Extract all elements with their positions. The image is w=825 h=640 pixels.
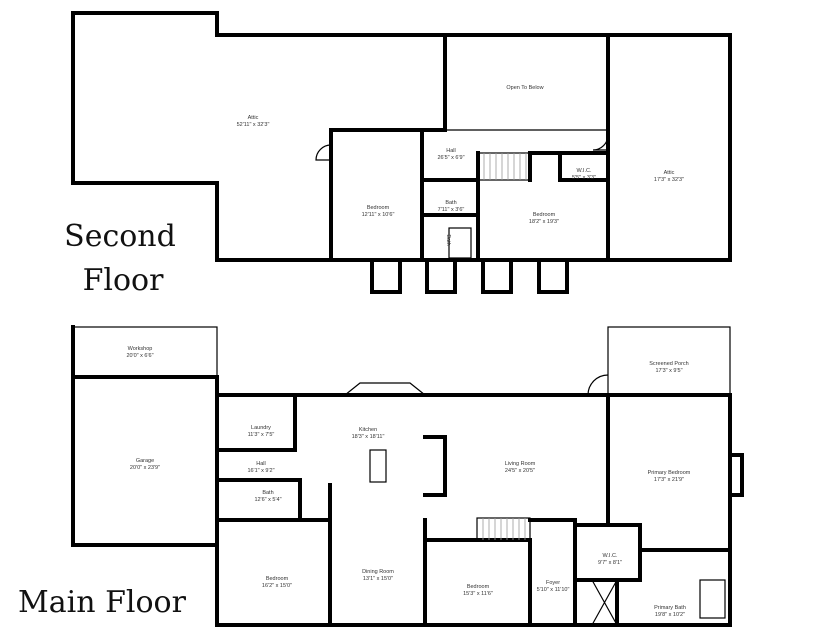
room-label: Bath bbox=[445, 200, 456, 206]
interior-walls bbox=[215, 393, 577, 627]
workshop-outline bbox=[72, 326, 218, 378]
bathtub bbox=[699, 579, 726, 619]
attic-wall bbox=[329, 33, 447, 262]
room-dims: 24'5" x 20'5" bbox=[505, 468, 535, 474]
door bbox=[587, 374, 609, 396]
room-label: W.I.C. bbox=[577, 168, 592, 174]
room-label: Hall bbox=[256, 461, 265, 467]
room-dims: 12'11" x 10'6" bbox=[362, 212, 395, 218]
second-floor-title: Floor bbox=[83, 263, 165, 298]
room-label: Dining Room bbox=[362, 569, 394, 575]
room-dims: 52'11" x 32'3" bbox=[237, 122, 270, 128]
room-label: Foyer bbox=[546, 580, 560, 586]
room-label: Screened Porch bbox=[649, 361, 688, 367]
room-label: Living Room bbox=[505, 461, 536, 467]
room-label: Workshop bbox=[128, 346, 153, 352]
room-dims: 15'3" x 11'6" bbox=[463, 591, 493, 597]
room-dims: 16'2" x 15'0" bbox=[262, 583, 292, 589]
room-label: Hall bbox=[446, 148, 455, 154]
bathtub bbox=[448, 227, 472, 259]
room-dims: 17'3" x 21'9" bbox=[654, 477, 684, 483]
shower bbox=[591, 579, 618, 626]
room-label: Attic bbox=[248, 115, 259, 121]
kitchen-island bbox=[369, 449, 387, 483]
second-floor-title: Second bbox=[64, 219, 176, 254]
room-dims: 12'6" x 5'4" bbox=[254, 497, 281, 503]
second-floor-plan: Attic 52'11" x 32'3" Open To Below Hall … bbox=[64, 11, 732, 298]
room-label: Primary Bath bbox=[654, 605, 686, 611]
room-dims: 16'1" x 9'2" bbox=[247, 468, 274, 474]
room-dims: 9'7" x 8'1" bbox=[598, 560, 622, 566]
stairs bbox=[477, 152, 531, 181]
door bbox=[315, 144, 332, 161]
fireplace-bump bbox=[728, 453, 744, 497]
room-label: Bath bbox=[445, 234, 451, 245]
room-label: Bedroom bbox=[533, 212, 556, 218]
room-dims: 19'8" x 10'2" bbox=[655, 612, 685, 618]
room-dims: 7'11" x 3'6" bbox=[438, 207, 465, 213]
room-label: Kitchen bbox=[359, 427, 377, 433]
room-dims: 11'3" x 7'5" bbox=[248, 432, 275, 438]
room-dims: 17'3" x 9'5" bbox=[655, 368, 682, 374]
main-floor-plan: Workshop 20'0" x 6'6" Garage 20'0" x 23'… bbox=[18, 325, 744, 627]
room-dims: 18'3" x 18'11" bbox=[352, 434, 385, 440]
room-label: Bedroom bbox=[467, 584, 490, 590]
room-dims: 5'10" x 11'10" bbox=[537, 587, 570, 593]
main-floor-title: Main Floor bbox=[18, 585, 187, 620]
room-dims: 26'5" x 6'9" bbox=[437, 155, 464, 161]
room-dims: 13'1" x 15'0" bbox=[363, 576, 393, 582]
room-label: Bedroom bbox=[367, 205, 390, 211]
main-outer-wall bbox=[215, 375, 732, 627]
screened-porch-outline bbox=[607, 326, 731, 396]
room-label: Bath bbox=[262, 490, 273, 496]
room-label: Open To Below bbox=[506, 85, 543, 91]
room-label: W.I.C. bbox=[603, 553, 618, 559]
room-label: Garage bbox=[136, 458, 154, 464]
bay-window bbox=[344, 382, 426, 396]
room-label: Laundry bbox=[251, 425, 271, 431]
room-dims: 20'0" x 6'6" bbox=[126, 353, 153, 359]
primary-suite-walls bbox=[573, 393, 732, 627]
fireplace bbox=[423, 435, 447, 497]
second-floor-outer-wall bbox=[71, 11, 732, 262]
stairs bbox=[476, 517, 531, 541]
room-dims: 20'0" x 23'9" bbox=[130, 465, 160, 471]
room-dims: 17'3" x 32'3" bbox=[654, 177, 684, 183]
garage-walls bbox=[71, 325, 219, 547]
room-dims: 18'2" x 19'3" bbox=[529, 219, 559, 225]
dormers bbox=[370, 258, 569, 294]
room-label: Bedroom bbox=[266, 576, 289, 582]
room-label: Primary Bedroom bbox=[648, 470, 691, 476]
room-label: Attic bbox=[664, 170, 675, 176]
door bbox=[592, 134, 609, 151]
room-dims: 5'5" x 3'3" bbox=[572, 175, 596, 181]
